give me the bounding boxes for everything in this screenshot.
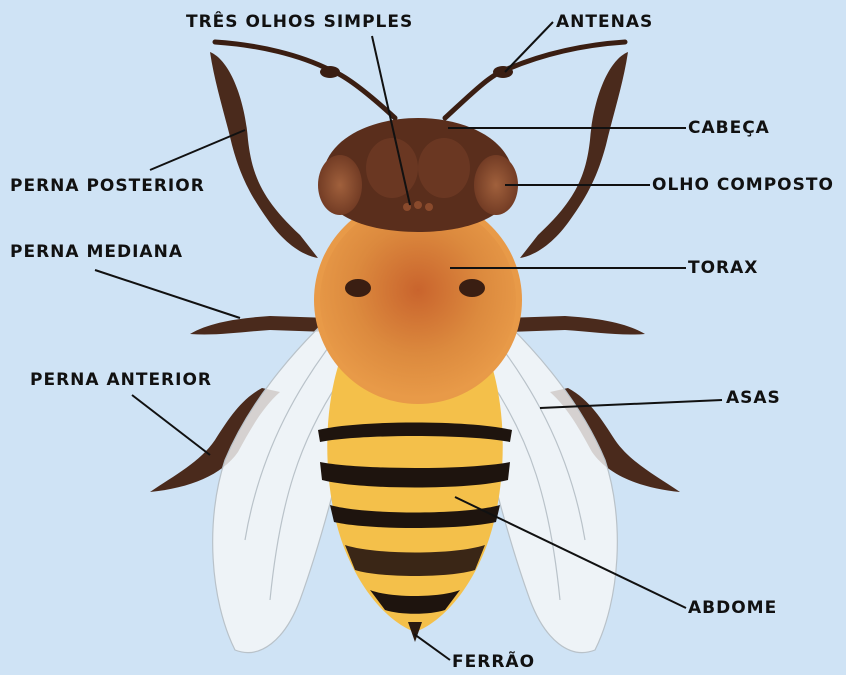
label-perna-posterior: PERNA POSTERIOR	[10, 176, 205, 196]
leader-perna-mediana	[95, 270, 240, 318]
label-ferrao: FERRÃO	[452, 652, 535, 672]
middle-leg-left	[190, 316, 330, 335]
simple-eye	[425, 203, 433, 211]
label-tres-olhos-simples: TRÊS OLHOS SIMPLES	[186, 12, 413, 32]
label-perna-mediana: PERNA MEDIANA	[10, 242, 183, 262]
antennae	[215, 42, 625, 118]
leader-perna-posterior	[150, 130, 245, 170]
label-abdome: ABDOME	[688, 598, 777, 618]
leader-ferrao	[414, 634, 450, 660]
antenna-joint-left	[320, 66, 340, 78]
middle-leg-right	[505, 316, 645, 335]
hind-leg-left	[210, 52, 318, 258]
label-asas: ASAS	[726, 388, 781, 408]
wing-base-right	[459, 279, 485, 297]
label-cabeca: CABEÇA	[688, 118, 770, 138]
label-antenas: ANTENAS	[556, 12, 653, 32]
head	[318, 118, 518, 232]
leader-perna-anterior	[132, 395, 210, 455]
label-olho-composto: OLHO COMPOSTO	[652, 175, 834, 195]
label-perna-anterior: PERNA ANTERIOR	[30, 370, 212, 390]
leader-antenas	[505, 22, 553, 72]
hind-leg-right	[520, 52, 628, 258]
compound-eye-left	[318, 155, 362, 215]
simple-eye	[414, 201, 422, 209]
wing-base-left	[345, 279, 371, 297]
label-torax: TORAX	[688, 258, 758, 278]
